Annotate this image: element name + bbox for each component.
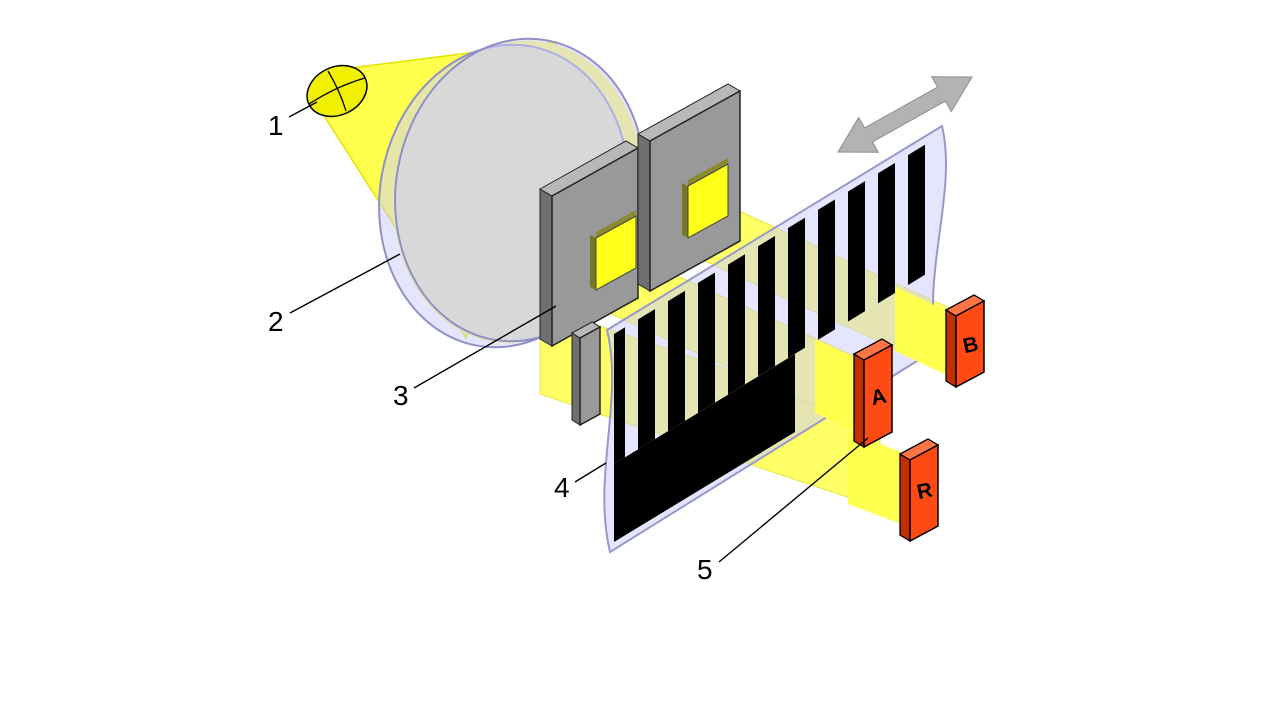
mask-plate1-side-face: [539, 188, 553, 347]
detector-r-label: R: [915, 479, 935, 505]
callout-1-label: 1: [268, 110, 284, 141]
mask-plate2-side-face: [637, 133, 651, 292]
beam-segment-to-a: [815, 339, 866, 436]
callout-3-label: 3: [393, 380, 409, 411]
scanning-mask: [538, 83, 742, 427]
detector-b-side-face: [945, 308, 957, 389]
beam-segment-to-b: [895, 287, 958, 380]
window-a-inner-wall-top: [596, 210, 636, 238]
callout-5-leader: [718, 437, 869, 563]
mask-tab-side-face: [571, 332, 581, 426]
scale-incremental-stripes: [614, 138, 936, 464]
callout-3-leader: [413, 305, 557, 389]
window-a-inner-wall-left: [590, 235, 596, 290]
callouts: 1 2 3 4 5: [268, 101, 869, 585]
detector-a-label: A: [869, 385, 889, 411]
detector-r-front-face: [909, 443, 939, 543]
detector-a-side-face: [853, 352, 865, 449]
callout-2-label: 2: [268, 306, 284, 337]
callout-4-label: 4: [554, 472, 570, 503]
photodetectors: B A R: [852, 294, 986, 543]
window-b-aperture: [687, 163, 729, 239]
window-b-inner-wall-left: [682, 183, 688, 238]
callout-4-leader: [574, 462, 607, 483]
light-bulb: [306, 64, 368, 118]
window-a-aperture: [595, 215, 637, 291]
callout-2-leader: [289, 253, 401, 314]
detector-r: R: [898, 438, 940, 543]
mask-tab-front-face: [579, 325, 601, 427]
detector-b-label: B: [961, 333, 981, 359]
window-b-inner-wall-top: [688, 158, 728, 186]
callout-1-leader: [288, 101, 318, 118]
detector-r-side-face: [899, 452, 911, 543]
motion-double-arrow-icon: [837, 76, 973, 153]
code-scale: [603, 124, 948, 554]
bulb-glass: [306, 64, 368, 118]
bulb-cross-line-2: [327, 70, 347, 112]
callout-5-label: 5: [697, 554, 713, 585]
beams-front: [815, 287, 958, 528]
detector-a: A: [852, 338, 894, 449]
scale-reference-track-black: [614, 354, 795, 542]
detector-b: B: [944, 294, 986, 389]
detector-a-front-face: [863, 343, 893, 449]
beam-segment-to-r: [848, 432, 912, 528]
detector-b-front-face: [955, 299, 985, 389]
